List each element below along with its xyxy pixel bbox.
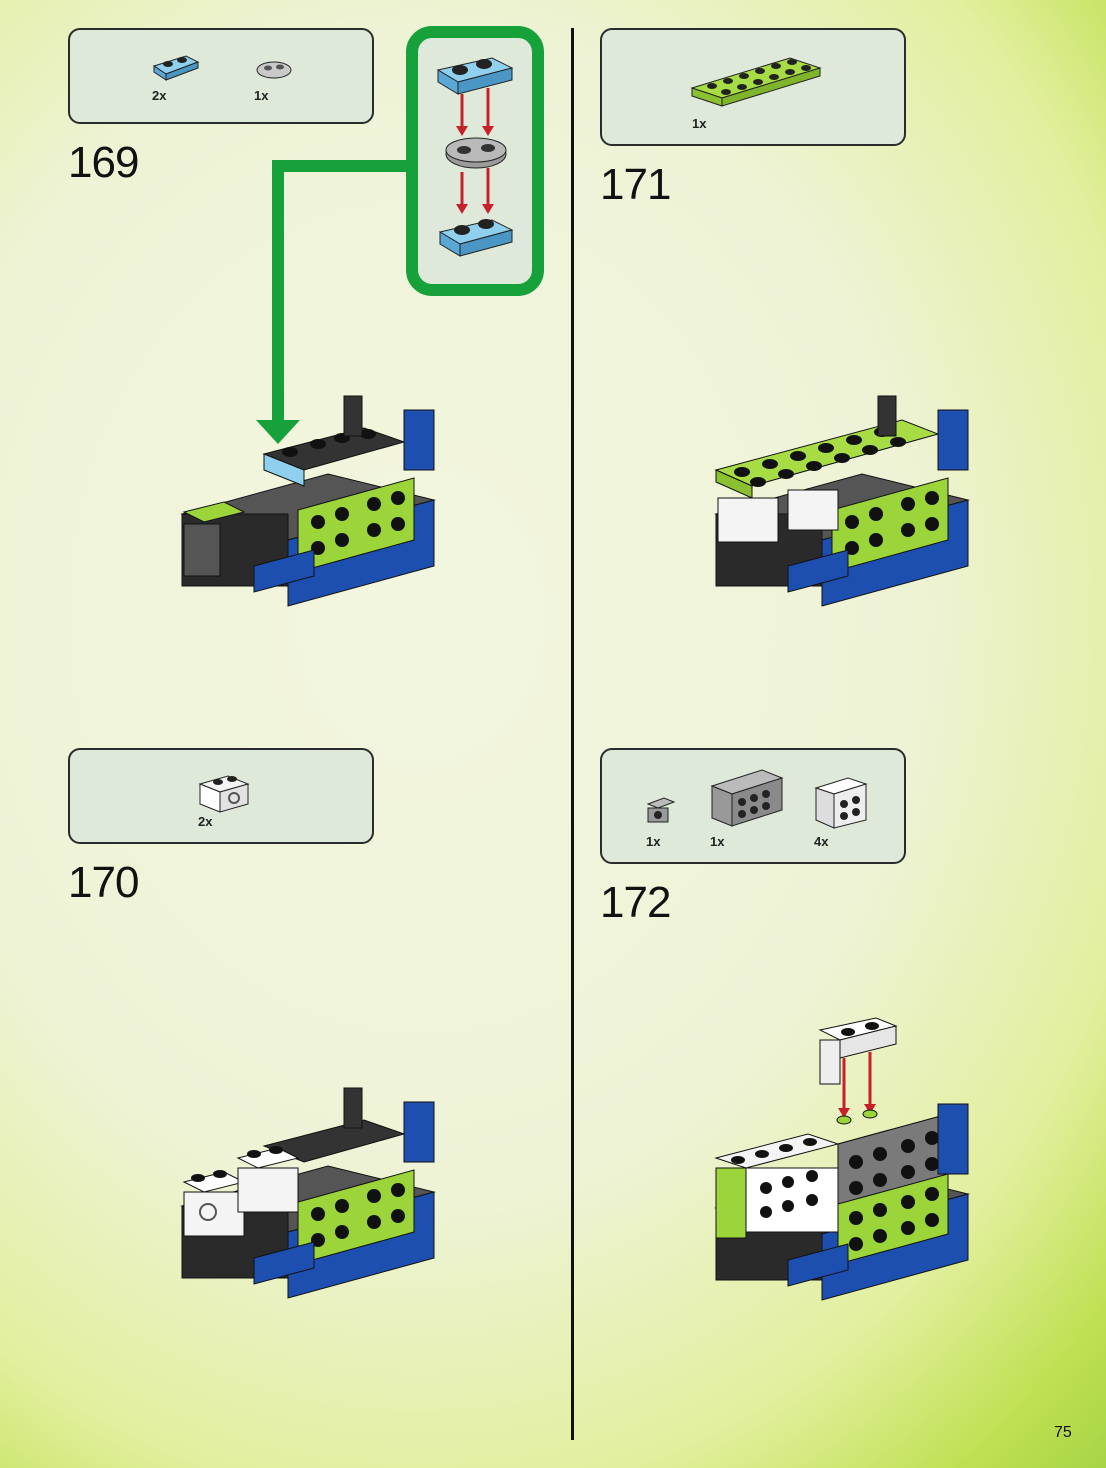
model-illustration-172	[714, 1017, 970, 1301]
column-divider	[571, 28, 574, 1440]
qty-label: 2x	[198, 814, 213, 829]
parts-panel-171: 1x	[600, 28, 906, 146]
parts-panel-172: 1x 1x 4x	[600, 748, 906, 864]
qty-label: 4x	[814, 834, 829, 849]
gray-jumper-plate-icon	[256, 61, 292, 79]
gray-bracket-small-icon	[646, 797, 676, 823]
qty-label: 1x	[710, 834, 725, 849]
step-number: 172	[600, 878, 671, 927]
qty-label: 1x	[254, 88, 269, 103]
qty-label: 1x	[692, 116, 707, 131]
qty-label: 2x	[152, 88, 167, 103]
model-illustration-171	[714, 395, 970, 607]
model-illustration-169	[180, 395, 436, 607]
parts-panel-169: 2x 1x	[68, 28, 374, 124]
qty-label: 1x	[646, 834, 661, 849]
light-blue-plate-1x2-icon	[152, 55, 200, 81]
page-number: 75	[1054, 1424, 1072, 1441]
white-technic-brick-icon	[198, 775, 250, 813]
step-number: 169	[68, 138, 139, 187]
lime-plate-2x6-icon	[690, 57, 822, 107]
step-number: 171	[600, 160, 671, 209]
parts-panel-170: 2x	[68, 748, 374, 844]
subassembly-callout	[256, 26, 544, 444]
white-bracket-icon	[814, 777, 868, 829]
gray-bracket-large-icon	[710, 769, 784, 827]
model-illustration-170	[180, 1087, 436, 1299]
step-number: 170	[68, 858, 139, 907]
